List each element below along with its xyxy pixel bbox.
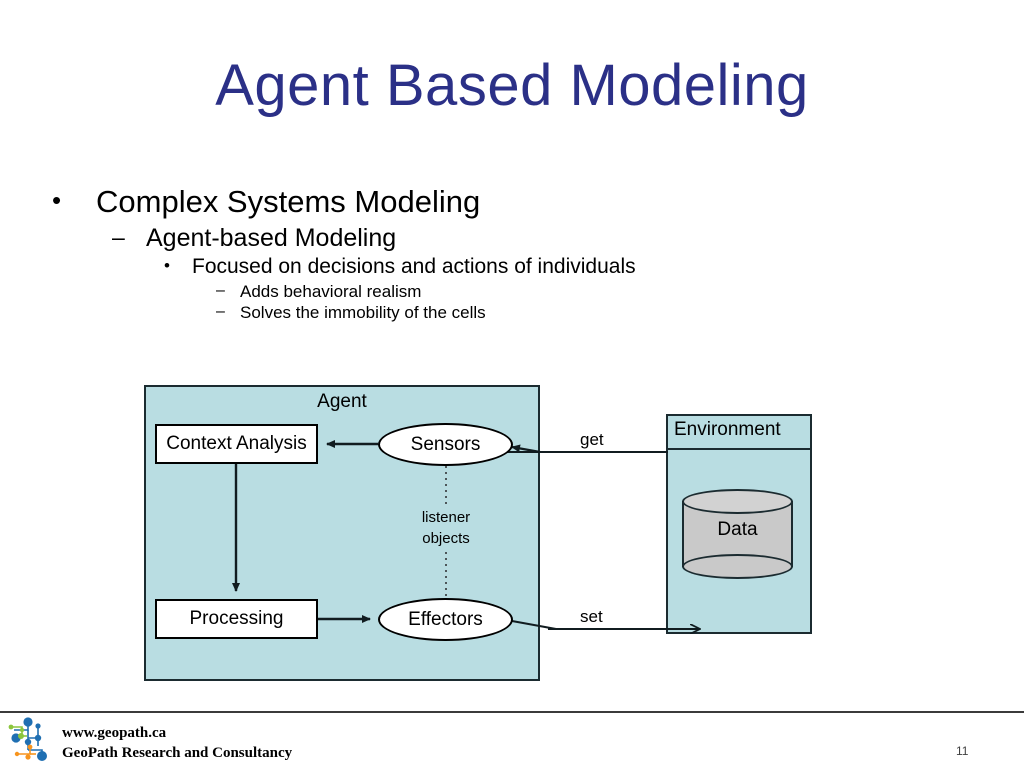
bullet-marker: • — [52, 185, 62, 215]
geopath-logo-icon — [8, 717, 47, 761]
list-item: – Solves the immobility of the cells — [216, 303, 952, 323]
cylinder-top-ellipse — [682, 489, 793, 514]
bullet-marker: – — [112, 223, 125, 250]
bullet-text: Agent-based Modeling — [146, 223, 397, 252]
bullet-marker: – — [216, 281, 225, 299]
bullet-text: Adds behavioral realism — [240, 281, 422, 301]
page-title: Agent Based Modeling — [215, 53, 809, 118]
edge-set-riser — [511, 620, 557, 630]
environment-header-divider — [666, 448, 812, 450]
environment-label: Environment — [674, 419, 781, 440]
bullet-text: Focused on decisions and actions of indi… — [192, 255, 636, 279]
bullet-text: Solves the immobility of the cells — [240, 302, 486, 322]
listener-objects-line1: listener — [421, 509, 471, 526]
node-sensors[interactable]: Sensors — [378, 423, 513, 466]
agent-container-label: Agent — [317, 391, 367, 412]
edge-get-arrow — [511, 444, 541, 454]
page-number: 11 — [956, 744, 969, 758]
node-processing[interactable]: Processing — [155, 599, 318, 639]
listener-objects-line2: objects — [422, 529, 470, 547]
data-store-label: Data — [717, 519, 758, 540]
node-effectors[interactable]: Effectors — [378, 598, 513, 641]
listener-objects-label: listener objects — [393, 508, 499, 549]
list-item: – Agent-based Modeling — [112, 224, 952, 254]
footer-text: www.geopath.ca GeoPath Research and Cons… — [62, 724, 292, 764]
footer-divider — [0, 711, 1024, 713]
data-store-cylinder: Data — [682, 489, 793, 579]
node-context-analysis[interactable]: Context Analysis — [155, 424, 318, 464]
footer-organization: GeoPath Research and Consultancy — [62, 744, 293, 761]
bullet-text: Complex Systems Modeling — [96, 184, 481, 219]
list-item: – Adds behavioral realism — [216, 282, 952, 302]
edge-label-get: get — [580, 430, 604, 449]
bullet-marker: • — [164, 256, 170, 276]
cylinder-bottom-ellipse — [682, 554, 793, 579]
edge-label-set: set — [580, 607, 603, 626]
bullet-marker: – — [216, 302, 225, 320]
footer-website: www.geopath.ca — [62, 725, 167, 741]
list-item: • Focused on decisions and actions of in… — [164, 255, 952, 280]
list-item: • Complex Systems Modeling — [52, 184, 952, 221]
bullet-list: • Complex Systems Modeling – Agent-based… — [52, 184, 952, 324]
